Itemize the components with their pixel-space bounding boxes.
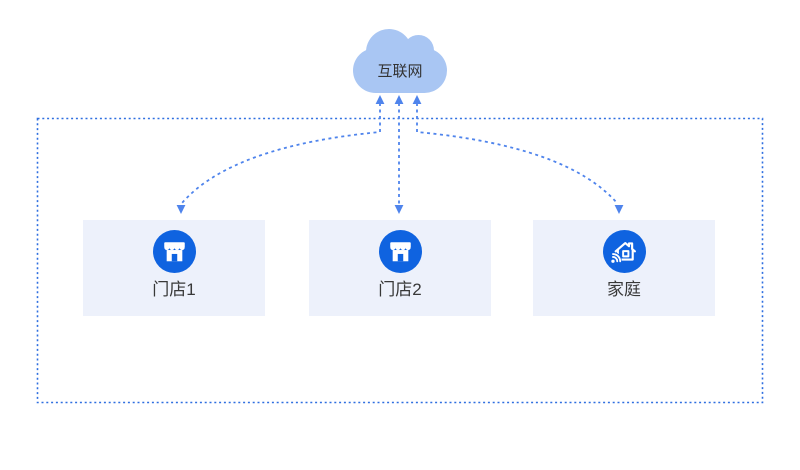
storefront-icon [378, 230, 422, 273]
connection-cloud-home [412, 95, 624, 214]
node-home: 家庭 [533, 220, 715, 316]
node-label-home: 家庭 [607, 280, 641, 299]
arrow-up-icon [375, 95, 385, 104]
arrow-up-icon [412, 95, 422, 104]
node-store2: 门店2 [309, 220, 491, 316]
node-label-store2: 门店2 [378, 280, 422, 299]
connection-cloud-store2 [394, 95, 404, 214]
storefront-icon [152, 230, 196, 273]
arrow-up-icon [394, 95, 404, 104]
arrow-down-icon [614, 205, 624, 214]
cloud-label: 互联网 [377, 63, 423, 80]
internet-cloud: 互联网 [353, 29, 447, 93]
node-label-store1: 门店1 [152, 280, 196, 299]
node-store1: 门店1 [83, 220, 265, 316]
arrow-down-icon [394, 205, 404, 214]
smart-home-icon [602, 230, 646, 273]
arrow-down-icon [176, 205, 186, 214]
connection-cloud-store1 [176, 95, 385, 214]
